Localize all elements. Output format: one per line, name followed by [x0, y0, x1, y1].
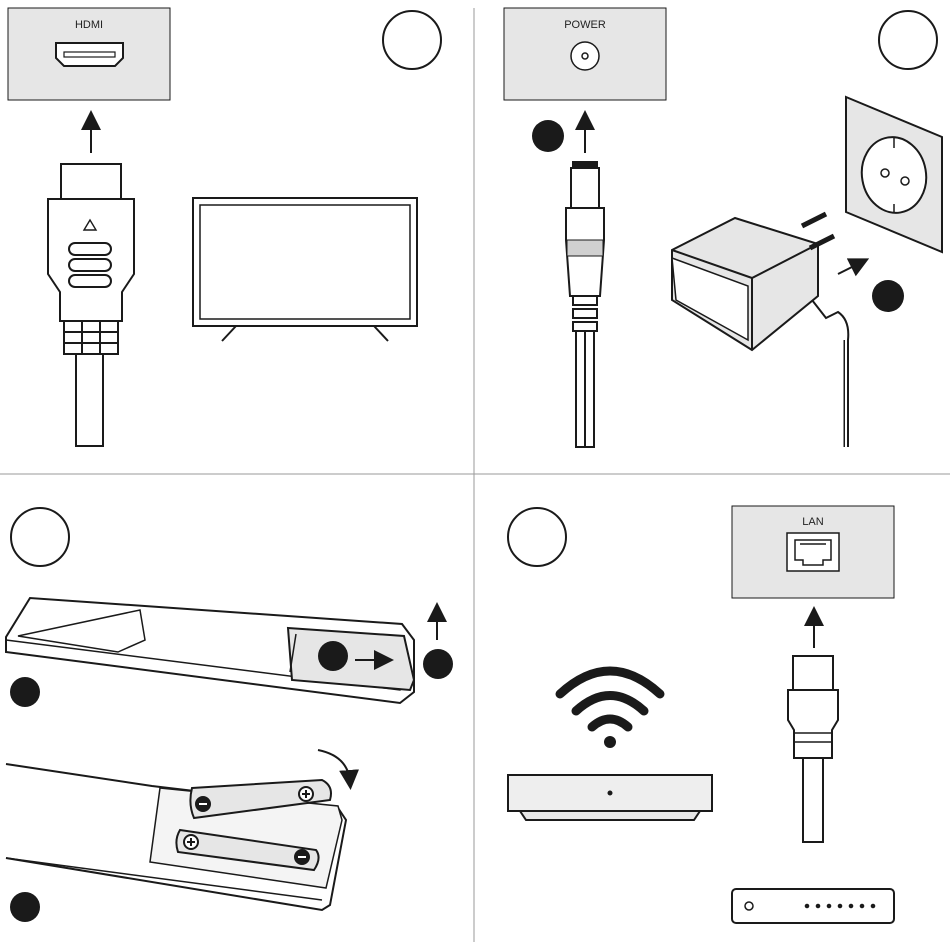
adapter-insert-arrow	[838, 262, 862, 274]
hdmi-cable-icon	[48, 164, 134, 446]
lan-port-icon	[787, 533, 839, 571]
router-icon	[732, 889, 894, 923]
ethernet-cable-icon	[788, 656, 838, 842]
lan-port-label: LAN	[802, 516, 823, 528]
sub-step-badge	[872, 280, 904, 312]
power-port-label: POWER	[564, 19, 606, 31]
sub-step-badge	[318, 641, 348, 671]
sub-step-badge	[532, 120, 564, 152]
step-hdmi: HDMI	[8, 8, 441, 446]
step-number-circle	[11, 508, 69, 566]
wifi-dot-icon	[604, 736, 616, 748]
sub-step-badge	[10, 677, 40, 707]
dc-plug-icon	[566, 162, 604, 447]
step-number-circle	[508, 508, 566, 566]
wifi-icon	[560, 671, 660, 727]
step-power: POWER	[504, 8, 942, 447]
sub-step-badge	[423, 649, 453, 679]
hdmi-port-label: HDMI	[75, 19, 103, 31]
power-adapter-icon	[672, 214, 848, 447]
set-top-box-icon	[508, 775, 712, 820]
step-remote	[6, 508, 453, 922]
step-number-circle	[383, 11, 441, 69]
hdmi-port-icon	[56, 43, 123, 66]
step-number-circle	[879, 11, 937, 69]
battery-rotate-arrow	[318, 750, 350, 782]
sub-step-badge	[10, 892, 40, 922]
tv-icon	[193, 198, 417, 341]
remote-closed-icon	[6, 598, 414, 703]
wall-socket-icon	[846, 97, 942, 252]
step-network: LAN	[508, 506, 894, 923]
